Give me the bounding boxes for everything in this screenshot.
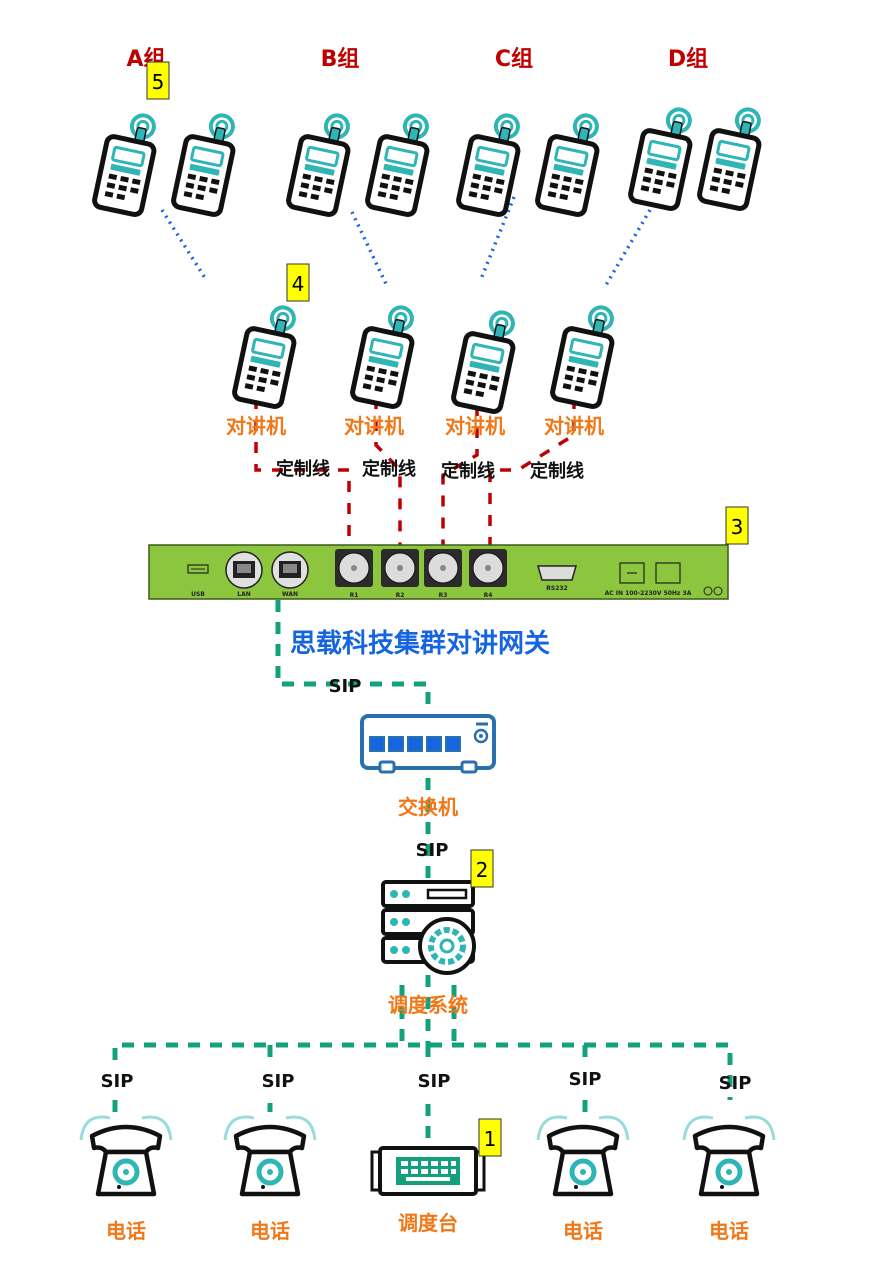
walkie-talkie-label: 对讲机 — [344, 414, 404, 438]
custom-cables — [254, 398, 576, 545]
port-label-r1: R1 — [350, 592, 359, 599]
phone-label: 电话 — [709, 1219, 749, 1243]
custom-cable-label: 定制线 — [276, 458, 330, 480]
walkie-talkie-icon — [93, 109, 161, 216]
gateway-title: 思载科技集群对讲网关 — [290, 628, 550, 659]
sip-label: SIP — [418, 1071, 451, 1092]
walkie-talkie-label: 对讲机 — [544, 414, 604, 438]
group-radios — [93, 103, 766, 216]
walkie-talkie-icon — [351, 301, 419, 408]
dispatch-console-label: 调度台 — [398, 1211, 458, 1235]
port-label-r3: R3 — [439, 592, 448, 599]
phone-label: 电话 — [563, 1219, 603, 1243]
r3-port: R3 — [424, 549, 462, 599]
sip-label: SIP — [101, 1071, 134, 1092]
sip-label: SIP — [262, 1071, 295, 1092]
sip-label: SIP — [569, 1069, 602, 1090]
usb-port: USB — [187, 564, 209, 598]
radio-link-c — [479, 196, 516, 280]
walkie-talkie-icon — [452, 306, 520, 413]
phone-labels: 电话 电话 电话 电话 — [106, 1219, 749, 1243]
phone-label: 电话 — [250, 1219, 290, 1243]
group-label-b: B组 — [321, 46, 360, 72]
group-label-d: D组 — [668, 46, 708, 72]
switch-label: 交换机 — [398, 795, 458, 819]
sip-labels: SIP SIP SIP SIP SIP SIP SIP — [101, 676, 752, 1094]
sip-gateway-switch — [275, 600, 431, 718]
custom-cable-label: 定制线 — [441, 460, 495, 482]
wan-port: WAN — [271, 551, 309, 598]
port-label-r4: R4 — [484, 592, 493, 599]
gateway-panel: USB LAN WAN R1 R2 — [148, 544, 729, 600]
r4-port: R4 — [469, 549, 507, 599]
sip-label: SIP — [329, 676, 362, 697]
badge-number: 2 — [476, 858, 489, 882]
walkie-talkie-label: 对讲机 — [445, 414, 505, 438]
walkie-talkie-icon — [698, 103, 766, 210]
power-label: AC IN 100-2230V 50Hz 3A — [605, 590, 692, 597]
power-switch: AC IN 100-2230V 50Hz 3A — [605, 562, 692, 597]
cable-r2 — [374, 398, 402, 545]
radio-link-d — [604, 209, 652, 286]
r1-port: R1 — [335, 549, 373, 599]
badge-1: 1 — [478, 1118, 502, 1157]
sip-bus — [112, 1042, 733, 1100]
badge-2: 2 — [470, 849, 494, 888]
server-gear-icon — [381, 880, 476, 975]
radio-link-b — [350, 211, 388, 285]
custom-cable-label: 定制线 — [362, 458, 416, 480]
gateway-radios — [233, 301, 619, 413]
cable-r1 — [254, 398, 351, 545]
radio-link-a — [160, 209, 207, 279]
walkie-talkie-icon — [366, 109, 434, 216]
walkie-talkie-icon — [457, 109, 525, 216]
telephone-icon — [81, 1117, 171, 1194]
dispatch-system-label: 调度系统 — [388, 993, 468, 1017]
badge-number: 1 — [484, 1127, 497, 1151]
walkie-talkie-label: 对讲机 — [226, 414, 286, 438]
group-label-c: C组 — [495, 46, 533, 72]
sip-label: SIP — [416, 840, 449, 861]
walkie-talkie-icon — [172, 109, 240, 216]
radio-links — [160, 196, 652, 286]
r2-port: R2 — [381, 549, 419, 599]
badge-number: 4 — [292, 272, 305, 296]
badge-number: 3 — [731, 515, 744, 539]
lan-port: LAN — [225, 551, 263, 598]
sip-label: SIP — [719, 1073, 752, 1094]
walkie-talkie-icon — [287, 109, 355, 216]
badge-5: 5 — [146, 61, 170, 100]
cable-r3 — [441, 405, 479, 545]
port-label-lan: LAN — [237, 591, 251, 598]
walkie-talkie-icon — [536, 109, 604, 216]
switch-icon — [360, 714, 496, 774]
phone-label: 电话 — [106, 1219, 146, 1243]
port-label-r2: R2 — [396, 592, 405, 599]
telephone-icon — [684, 1117, 774, 1194]
group-labels: A组 B组 C组 D组 — [126, 46, 708, 72]
port-label-wan: WAN — [282, 591, 298, 598]
walkie-talkie-icon — [233, 301, 301, 408]
port-label-rs232: RS232 — [546, 585, 567, 592]
badge-4: 4 — [286, 263, 310, 302]
custom-cable-labels: 定制线 定制线 定制线 定制线 — [276, 458, 584, 482]
sip-links — [112, 600, 733, 1150]
dispatch-console-icon — [370, 1146, 486, 1196]
walkie-talkie-icon — [629, 103, 697, 210]
telephone-icon — [538, 1117, 628, 1194]
walkie-talkie-labels: 对讲机 对讲机 对讲机 对讲机 — [226, 414, 604, 438]
custom-cable-label: 定制线 — [530, 460, 584, 482]
cable-r4 — [488, 398, 576, 545]
port-label-usb: USB — [191, 591, 205, 598]
badge-3: 3 — [725, 506, 749, 545]
badge-number: 5 — [152, 70, 165, 94]
walkie-talkie-icon — [551, 301, 619, 408]
telephone-icon — [225, 1117, 315, 1194]
rs232-port: RS232 — [537, 565, 577, 592]
